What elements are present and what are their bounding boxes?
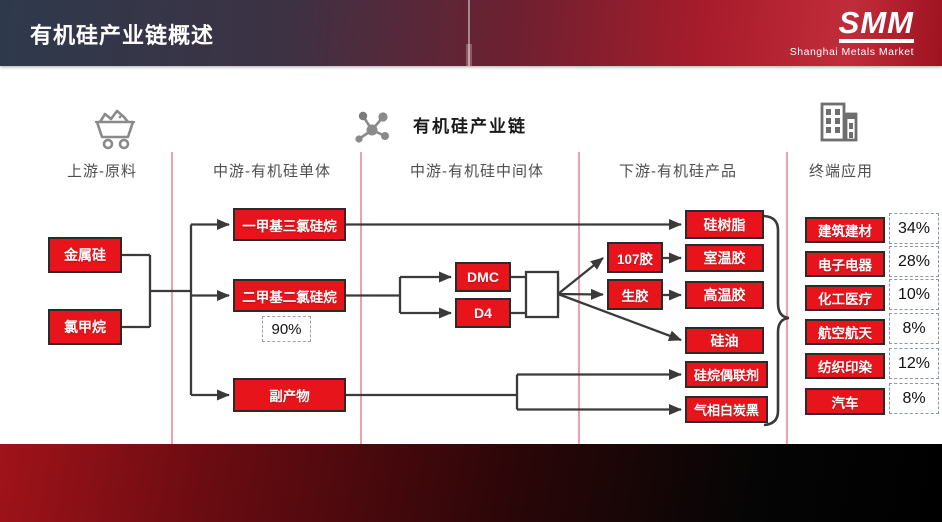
- app-automotive-share: 8%: [889, 383, 939, 414]
- building-icon: [820, 102, 858, 142]
- node-label: 金属硅: [64, 247, 106, 263]
- app-electronics: 电子电器: [805, 251, 885, 277]
- node-label: 建筑建材: [818, 224, 872, 239]
- node-byproduct: 副产物: [233, 378, 346, 412]
- share-value: 10%: [897, 285, 931, 303]
- app-chemical-medical-share: 10%: [889, 279, 939, 310]
- node-d4: D4: [455, 298, 511, 328]
- smm-logo-text: SMM: [838, 7, 914, 43]
- column-label-intermediate: 中游-有机硅中间体: [410, 163, 544, 180]
- node-silicone-oil: 硅油: [685, 327, 764, 354]
- smm-logo: SMM Shanghai Metals Market: [789, 7, 914, 58]
- node-label: 室温胶: [703, 250, 746, 266]
- column-label-monomer: 中游-有机硅单体: [213, 163, 331, 180]
- node-raw-rubber: 生胶: [607, 279, 663, 310]
- node-rtv-rubber: 室温胶: [685, 244, 764, 272]
- node-htv-rubber: 高温胶: [685, 281, 764, 309]
- node-dimethyldichlorosilane: 二甲基二氯硅烷: [233, 279, 346, 312]
- share-value: 28%: [897, 252, 931, 270]
- header-banner: 有机硅产业链概述 SMM Shanghai Metals Market: [0, 0, 942, 66]
- node-label: 汽车: [831, 395, 859, 411]
- column-label-downstream: 下游-有机硅产品: [619, 163, 737, 180]
- node-label: 生胶: [621, 288, 649, 304]
- node-silicone-resin: 硅树脂: [685, 210, 764, 239]
- app-electronics-share: 28%: [889, 246, 939, 277]
- node-label: DMC: [467, 269, 499, 285]
- node-dmc: DMC: [455, 262, 511, 292]
- node-methyltrichlorosilane: 一甲基三氯硅烷: [233, 208, 346, 241]
- column-divider: [786, 152, 788, 444]
- app-aerospace-share: 8%: [889, 313, 939, 344]
- app-automotive: 汽车: [805, 388, 885, 415]
- node-label: 硅油: [710, 332, 739, 349]
- node-label: 硅烷偶联剂: [693, 368, 759, 383]
- node-label: 纺织印染: [818, 360, 872, 375]
- node-methyl-chloride: 氯甲烷: [48, 309, 122, 345]
- app-construction: 建筑建材: [805, 217, 885, 243]
- node-fumed-silica: 气相白炭黑: [685, 396, 768, 423]
- share-note-value: 90%: [271, 320, 302, 338]
- node-silane-coupling-agent: 硅烷偶联剂: [685, 361, 768, 388]
- node-label: 化工医疗: [818, 292, 872, 307]
- tower-silhouette: [466, 0, 472, 66]
- smm-logo-subtitle: Shanghai Metals Market: [789, 46, 914, 58]
- molecule-icon: [355, 111, 389, 143]
- app-textile-printing-share: 12%: [889, 348, 939, 379]
- column-divider: [578, 152, 580, 444]
- node-107-glue: 107胶: [607, 242, 663, 273]
- ore-cart-icon: [95, 109, 135, 150]
- node-label: 高温胶: [703, 287, 746, 303]
- node-label: 航空航天: [818, 326, 872, 341]
- node-metallic-silicon: 金属硅: [48, 237, 122, 273]
- node-label: 副产物: [269, 389, 310, 404]
- share-value: 8%: [902, 389, 926, 407]
- column-label-upstream: 上游-原料: [67, 163, 137, 180]
- column-divider: [171, 152, 173, 444]
- node-label: 107胶: [616, 251, 654, 267]
- share-value: 34%: [897, 219, 931, 237]
- share-value: 12%: [897, 354, 931, 372]
- node-label: 硅树脂: [703, 216, 746, 233]
- app-textile-printing: 纺织印染: [805, 353, 885, 379]
- app-aerospace: 航空航天: [805, 319, 885, 345]
- node-label: 一甲基三氯硅烷: [242, 218, 337, 234]
- grouping-brace: [763, 214, 790, 427]
- node-label: 电子电器: [818, 258, 872, 273]
- footer-band: [0, 444, 942, 522]
- chain-title: 有机硅产业链: [413, 117, 527, 136]
- node-label: 气相白炭黑: [693, 403, 759, 418]
- node-label: D4: [474, 305, 492, 321]
- node-label: 氯甲烷: [64, 319, 106, 335]
- node-label: 二甲基二氯硅烷: [242, 289, 337, 305]
- page-title: 有机硅产业链概述: [30, 23, 215, 48]
- share-value: 8%: [902, 319, 926, 337]
- share-note-90: 90%: [262, 316, 311, 342]
- app-construction-share: 34%: [889, 213, 939, 244]
- column-label-application: 终端应用: [808, 163, 873, 180]
- app-chemical-medical: 化工医疗: [805, 285, 885, 311]
- column-divider: [360, 152, 362, 444]
